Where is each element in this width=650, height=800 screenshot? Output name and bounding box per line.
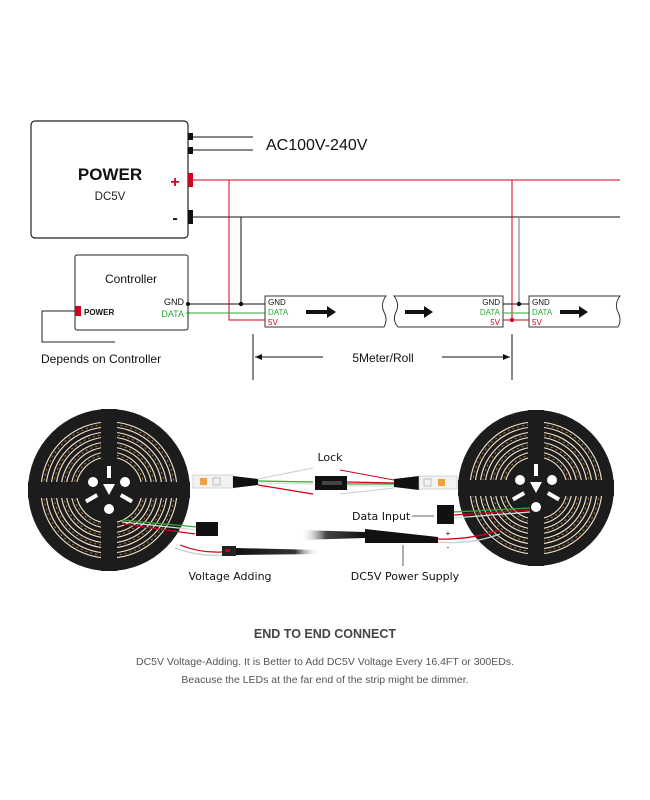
gnd-junction-middle (516, 301, 522, 307)
strip-segment-3: GND DATA 5V (528, 295, 621, 328)
length-label: 5Meter/Roll (352, 351, 413, 365)
controller-box (74, 254, 189, 331)
strip-gnd-label: GND (268, 298, 286, 307)
gnd-junction-first (238, 301, 244, 307)
wire-sleeve (394, 476, 419, 490)
strip-gnd-label: GND (532, 298, 550, 307)
dc5v-power-supply-label: DC5V Power Supply (351, 570, 460, 583)
ac-input-label: AC100V-240V (266, 137, 368, 154)
led-chip-icon (438, 479, 445, 486)
data-input-label: Data Input (352, 510, 411, 523)
led-reel-right (458, 410, 614, 566)
caption-line-2: Beacuse the LEDs at the far end of the s… (181, 674, 469, 686)
voltage-adding-label: Voltage Adding (188, 570, 271, 583)
controller-title: Controller (105, 272, 157, 286)
5v-junction-middle (509, 317, 515, 323)
controller-power-label: POWER (84, 308, 114, 317)
controller-note: Depends on Controller (41, 352, 161, 366)
plus-symbol: + (170, 174, 179, 191)
direction-arrow-icon (405, 306, 433, 318)
controller: Controller POWER GND DATA Depends on Con… (41, 254, 190, 366)
left-strip-output (192, 467, 314, 495)
strip-body (393, 295, 504, 328)
strip-gnd-label: GND (482, 298, 500, 307)
power-supply-voltage: DC5V (95, 191, 126, 203)
length-dimension: 5Meter/Roll (252, 334, 513, 380)
wire-sleeve (233, 476, 258, 488)
strip-5v-label: 5V (268, 318, 278, 327)
direction-arrow-icon (560, 306, 588, 318)
strip-data-label: DATA (532, 308, 553, 317)
caption-line-1: DC5V Voltage-Adding. It is Better to Add… (135, 656, 514, 668)
power-supply-title: POWER (78, 165, 142, 184)
positive-terminal (188, 173, 193, 187)
right-reel-wires: Data Input + - DC5V Power Supply (300, 505, 531, 583)
led-chip-icon (200, 478, 207, 485)
controller-power-port (75, 306, 81, 316)
dc-minus-symbol: - (447, 543, 450, 552)
controller-power-lead (41, 310, 115, 343)
power-supply: POWER DC5V + - AC100V-240V (30, 120, 368, 239)
strip-segment-1: GND DATA 5V (264, 295, 387, 328)
led-reel-left (28, 409, 190, 571)
strip-5v-label: 5V (532, 318, 542, 327)
dc-jack-icon (365, 529, 438, 543)
caption-title: END TO END CONNECT (253, 627, 397, 641)
minus-symbol: - (172, 210, 177, 227)
strip-5v-label: 5V (490, 318, 500, 327)
direction-arrow-icon (306, 306, 336, 318)
lock-connector: Lock (315, 451, 395, 495)
controller-gnd-label: GND (164, 297, 185, 307)
strip-data-label: DATA (268, 308, 289, 317)
data-wire (257, 480, 314, 483)
lock-label: Lock (317, 451, 343, 464)
strip-segment-2: GND DATA 5V (393, 295, 504, 328)
strip-data-label: DATA (480, 308, 501, 317)
bus-wires (193, 179, 620, 321)
power-cable (300, 530, 365, 540)
negative-terminal (188, 210, 193, 224)
power-cable (236, 548, 320, 555)
ac-terminal-2 (188, 147, 193, 154)
dc-plus-symbol: + (446, 529, 451, 538)
left-reel-wires: Voltage Adding (121, 519, 320, 583)
jst-connector-icon (196, 522, 218, 536)
5v-drop-first (228, 180, 265, 321)
ac-terminal-1 (188, 133, 193, 140)
controller-data-label: DATA (161, 309, 184, 319)
data-input-connector-icon (437, 505, 454, 524)
right-strip-input (394, 475, 458, 490)
